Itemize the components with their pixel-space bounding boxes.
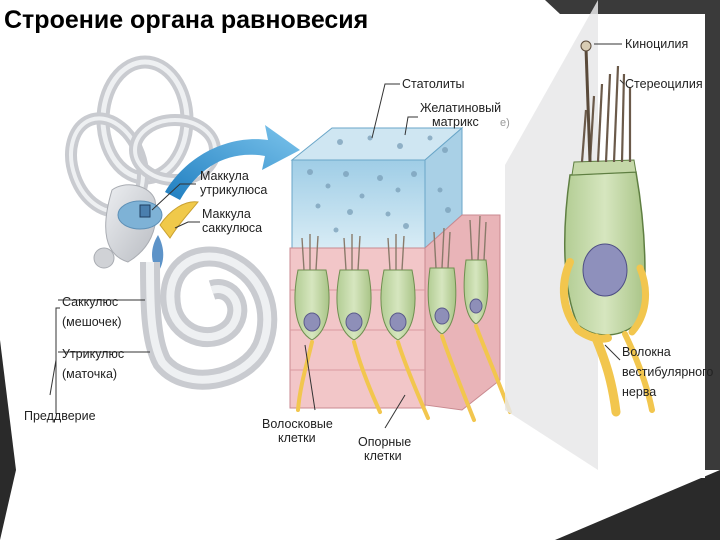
label-vestibule: Преддверие	[24, 409, 96, 423]
diagram-labels: Киноцилия Стереоцилия Статолиты Желатино…	[24, 37, 713, 463]
slide-title: Строение органа равновесия	[4, 6, 369, 34]
label-sacculus-line2: (мешочек)	[62, 315, 122, 329]
label-macula-utriculi-line2: утрикулюса	[200, 183, 267, 197]
label-utriculus-line2: (маточка)	[62, 367, 117, 381]
label-sacculus-line1: Саккулюс	[62, 295, 118, 309]
label-gel-matrix-line1: Желатиновый	[420, 101, 501, 115]
label-macula-utriculi-line1: Маккула	[200, 169, 249, 183]
label-residual-text: е)	[500, 117, 510, 129]
label-stereocilia: Стереоцилия	[625, 77, 703, 91]
label-hair-cells-line1: Волосковые	[262, 417, 333, 431]
zoom-arrow	[165, 125, 300, 200]
zoom-wedge	[505, 0, 598, 470]
hair-cell-group	[294, 259, 489, 341]
leader-lines	[49, 43, 625, 429]
label-statoliths: Статолиты	[402, 77, 465, 91]
label-nerve-fibers-line3: нерва	[622, 385, 656, 399]
label-hair-cells-line2: клетки	[278, 431, 316, 445]
label-utriculus-line1: Утрикулюс	[62, 347, 124, 361]
label-macula-sacculi-line2: саккулюса	[202, 221, 262, 235]
label-support-cells-line2: клетки	[364, 449, 402, 463]
enlarged-hair-cell	[559, 40, 655, 417]
label-kinocilia: Киноцилия	[625, 37, 688, 51]
label-macula-sacculi-line1: Маккула	[202, 207, 251, 221]
label-nerve-fibers-line2: вестибулярного	[622, 365, 713, 379]
label-support-cells-line1: Опорные	[358, 435, 411, 449]
label-gel-matrix-line2: матрикс	[432, 115, 479, 129]
macula-block	[289, 126, 512, 422]
label-nerve-fibers-line1: Волокна	[622, 345, 671, 359]
